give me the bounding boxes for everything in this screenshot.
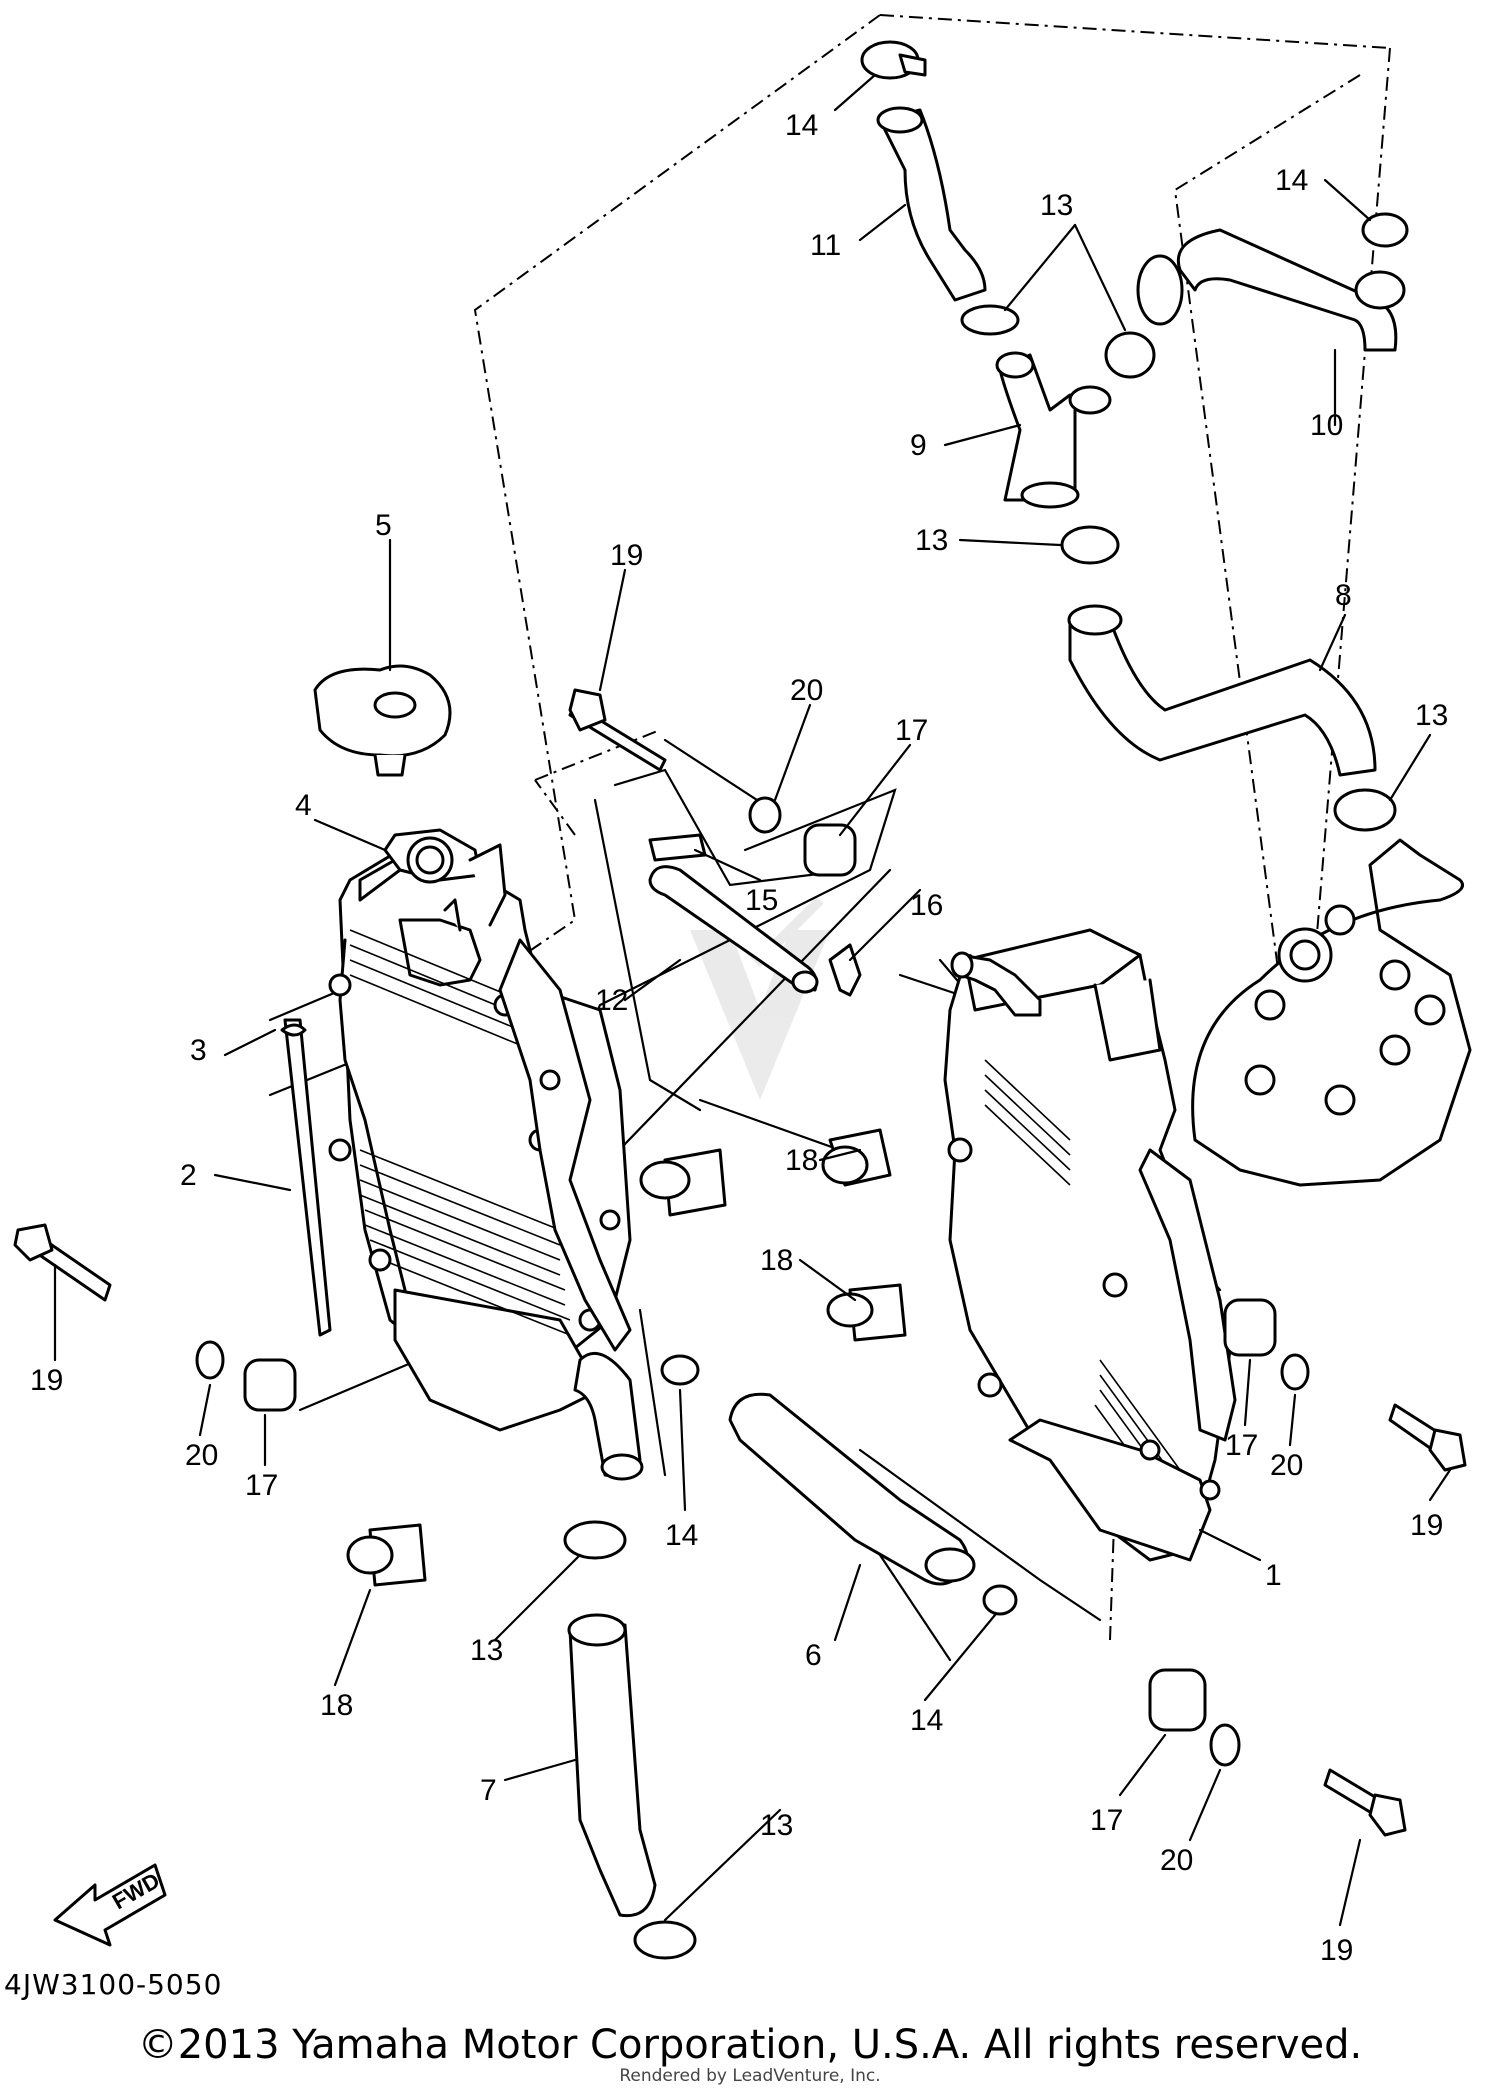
callout-13: 13	[915, 524, 948, 557]
callout-4: 4	[295, 789, 312, 822]
callout-5: 5	[375, 509, 392, 542]
callout-6: 6	[805, 1639, 822, 1672]
callout-18: 18	[760, 1244, 793, 1277]
right-radiator	[943, 928, 1237, 1562]
callout-15: 15	[745, 884, 778, 917]
callout-14: 14	[910, 1704, 943, 1737]
callout-17: 17	[245, 1469, 278, 1502]
callout-1: 1	[1265, 1559, 1282, 1592]
hoses	[283, 106, 1406, 1918]
callout-13: 13	[470, 1634, 503, 1667]
callout-7: 7	[480, 1774, 497, 1807]
callout-17: 17	[1225, 1429, 1258, 1462]
callout-2: 2	[180, 1159, 197, 1192]
callout-19: 19	[1320, 1934, 1353, 1967]
callout-12: 12	[595, 984, 628, 1017]
callout-19: 19	[610, 539, 643, 572]
callout-10: 10	[1310, 409, 1343, 442]
left-radiator	[328, 828, 644, 1481]
callout-numbers: 1 2 3 4 5 6 7 8 9 10 11 12 13 13 13 13 1…	[30, 109, 1448, 1967]
callout-19: 19	[30, 1364, 63, 1397]
rendered-by-credit: Rendered by LeadVenture, Inc.	[619, 2066, 881, 2086]
callout-20: 20	[1270, 1449, 1303, 1482]
callout-11: 11	[810, 229, 841, 262]
callout-13: 13	[1040, 189, 1073, 222]
fwd-arrow-icon: FWD	[53, 1863, 167, 1947]
callout-18: 18	[320, 1689, 353, 1722]
callout-14: 14	[785, 109, 818, 142]
callout-20: 20	[1160, 1844, 1193, 1877]
callout-14: 14	[1275, 164, 1308, 197]
diagram-code: 4JW3100-5050	[4, 1968, 223, 2001]
callout-13: 13	[1415, 699, 1448, 732]
callout-3: 3	[190, 1034, 207, 1067]
callout-20: 20	[185, 1439, 218, 1472]
callout-17: 17	[1090, 1804, 1123, 1837]
copyright-notice: ©2013 Yamaha Motor Corporation, U.S.A. A…	[137, 2022, 1363, 2068]
callout-8: 8	[1335, 579, 1352, 612]
callout-pointers	[53, 73, 1452, 1927]
callout-9: 9	[910, 429, 927, 462]
callout-20: 20	[790, 674, 823, 707]
callout-18: 18	[785, 1144, 818, 1177]
callout-14: 14	[665, 1519, 698, 1552]
callout-17: 17	[895, 714, 928, 747]
callout-19: 19	[1410, 1509, 1443, 1542]
cylinder-head	[1191, 838, 1472, 1187]
